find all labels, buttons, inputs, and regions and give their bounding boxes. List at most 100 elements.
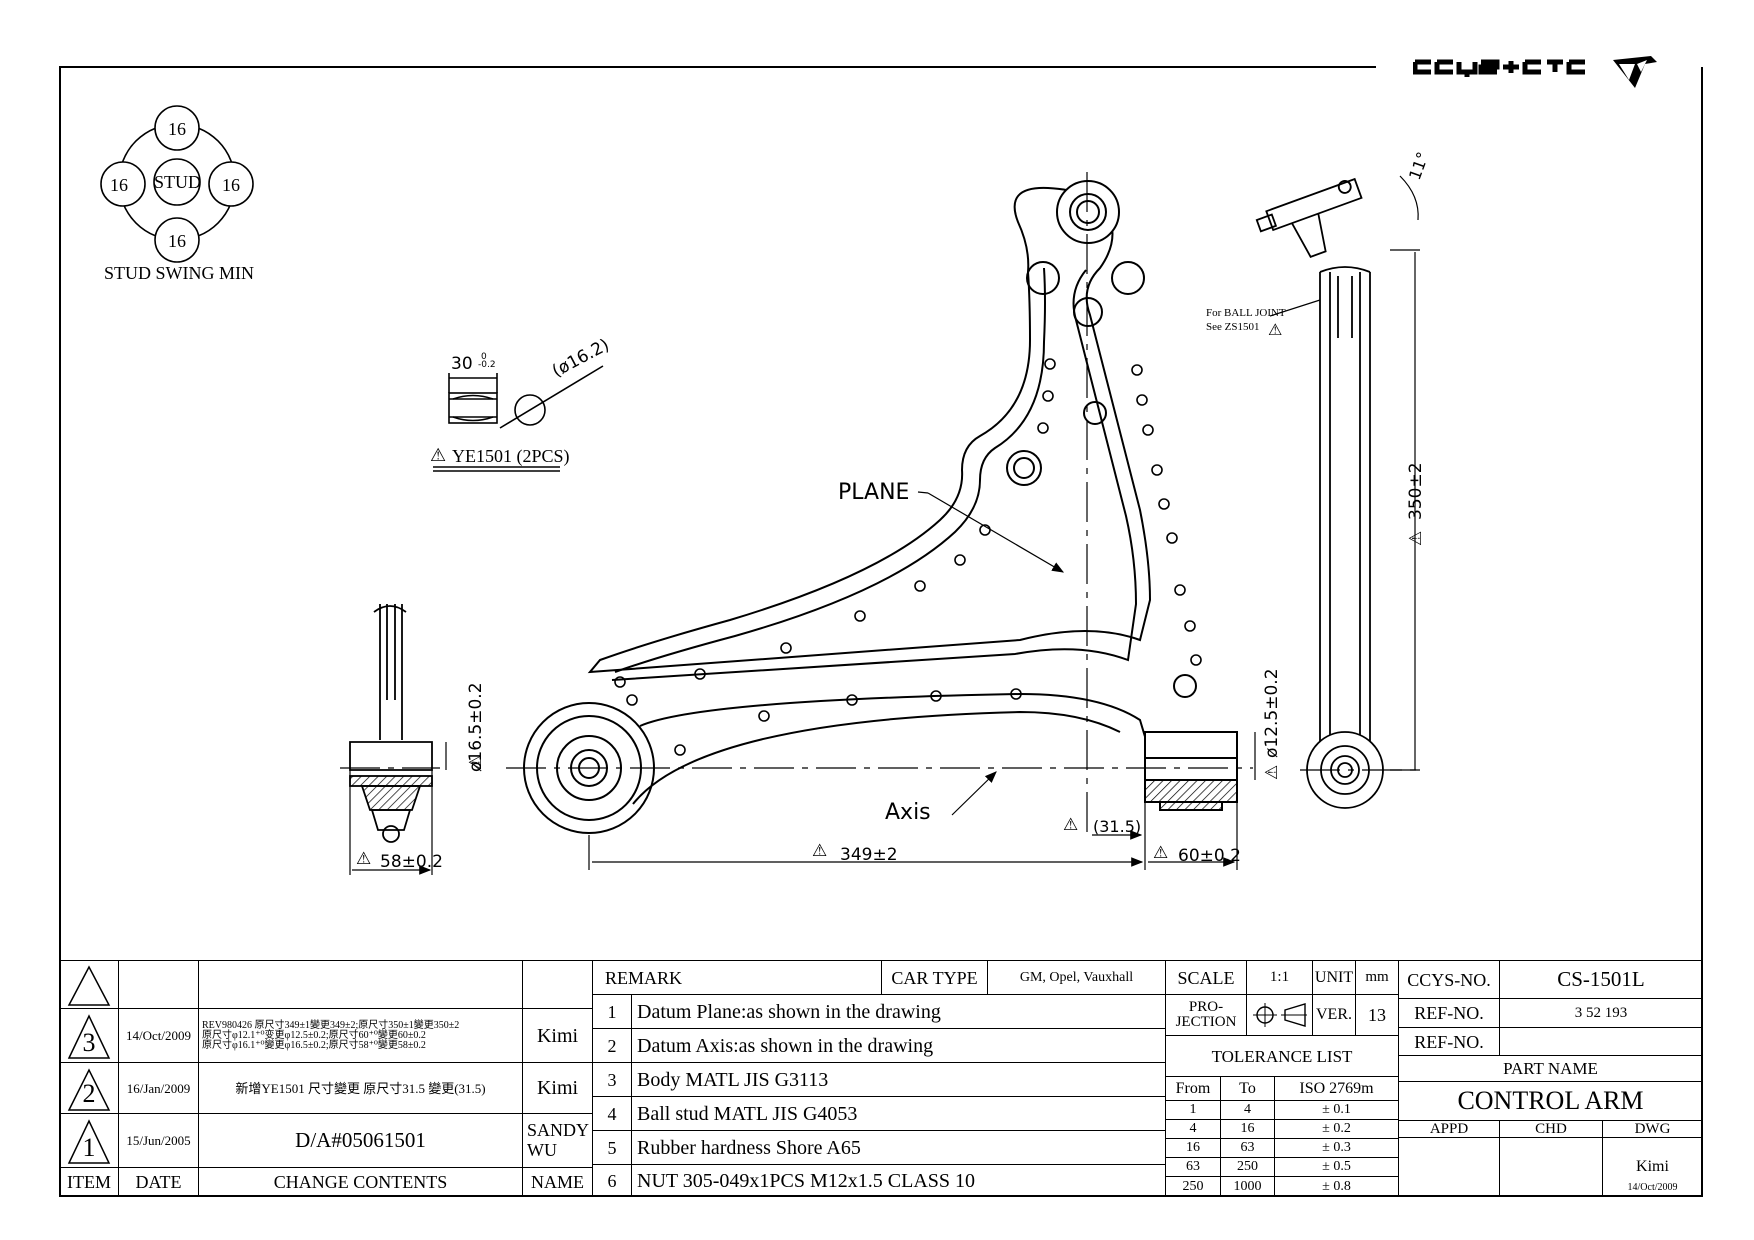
ref-no-value: 3 52 193 [1499,998,1703,1028]
scale-value: 1:1 [1246,960,1313,995]
projection-symbol [1246,994,1313,1036]
appd-value [1398,1137,1500,1197]
stud-center-circle [153,158,201,206]
stud-angle-left: 16 [110,175,128,195]
dim-left-width: 58±0.2 [380,852,443,872]
remark-text: Datum Plane:as shown in the drawing [631,994,1166,1029]
bushing-length-tol: -0.2 [478,360,496,370]
rev-item-1: 1 [59,1113,119,1168]
rev-item-2: 2 [59,1062,119,1114]
projection-label: PRO-JECTION [1165,994,1247,1036]
brand-logo [1412,48,1703,98]
drawn-by: Kimi [1636,1158,1669,1175]
rev-date-3: 14/Oct/2009 [118,1008,199,1063]
unit-value: mm [1355,960,1399,995]
rev-empty-contents [198,960,523,1009]
stud-swing-diagram [100,105,254,263]
rev-contents-1: D/A#05061501 [198,1113,523,1168]
appd-label: APPD [1398,1120,1500,1138]
rev-header-item: ITEM [59,1167,119,1197]
stud-swing-caption: STUD SWING MIN [104,263,254,283]
ref-no-value-2 [1499,1027,1703,1056]
ball-joint-note-1: For BALL JOINT [1206,307,1286,319]
tol-value: ± 0.3 [1274,1138,1399,1158]
plane-label: PLANE [838,480,910,505]
rev-item-3: 3 [59,1008,119,1063]
tolerance-title: TOLERANCE LIST [1165,1035,1399,1077]
triangle-icon: ⚠ [1406,530,1425,546]
remark-no: 6 [592,1164,632,1197]
bushing-length-tol-upper: 0 [481,352,487,362]
revision-triangle-icon [67,1119,111,1164]
tol-value: ± 0.2 [1274,1119,1399,1139]
part-name-label: PART NAME [1398,1055,1703,1082]
unit-label: UNIT [1312,960,1356,995]
revision-triangle-icon [67,1068,111,1111]
tol-header-iso: ISO 2769m [1274,1076,1399,1101]
rev-contents-3: REV980426 原尺寸349±1變更349±2;原尺寸350±1變更350±… [198,1008,523,1063]
rev-name-1: SANDY WU [522,1113,593,1168]
remark-text: Body MATL JIS G3113 [631,1062,1166,1097]
rev-empty-date [118,960,199,1009]
left-side-view [349,604,433,843]
technical-drawing [100,105,1420,875]
dwg-label: DWG [1602,1120,1703,1138]
rev-name-2: Kimi [522,1062,593,1114]
rev-date-2: 16/Jan/2009 [118,1062,199,1114]
tol-from: 16 [1165,1138,1221,1158]
dim-side-height: 350±2 [1406,462,1426,520]
remark-no: 1 [592,994,632,1029]
scale-label: SCALE [1165,960,1247,995]
dwg-value: Kimi 14/Oct/2009 [1602,1137,1703,1197]
tol-to: 1000 [1220,1176,1275,1197]
triangle-icon: ⚠ [812,841,828,860]
control-arm-view [523,180,1238,834]
ccys-no-label: CCYS-NO. [1398,960,1500,999]
ver-value: 13 [1355,994,1399,1036]
remark-no: 3 [592,1062,632,1097]
rev-header-name: NAME [522,1167,593,1197]
dimension-lines [349,175,1420,875]
tol-to: 16 [1220,1119,1275,1139]
chd-label: CHD [1499,1120,1603,1138]
dim-main-length: 349±2 [840,845,898,865]
ver-label: VER. [1312,994,1356,1036]
rev-date-1: 15/Jun/2005 [118,1113,199,1168]
rev-header-date: DATE [118,1167,199,1197]
dim-right-diameter: ø12.5±0.2 [1262,668,1282,758]
triangle-icon: ⚠ [1063,815,1079,834]
rev-empty-name [522,960,593,1009]
bushing-detail [433,365,604,472]
tol-from: 4 [1165,1119,1221,1139]
frame-top-line [59,66,1376,68]
tol-value: ± 0.8 [1274,1176,1399,1197]
projection-icon [1252,1003,1307,1027]
triangle-icon: ⚠ [466,754,485,770]
tol-to: 4 [1220,1100,1275,1120]
rev-contents-2: 新增YE1501 尺寸變更 原尺寸31.5 變更(31.5) [198,1062,523,1114]
triangle-icon: ⚠ [356,849,372,868]
stud-angle-top: 16 [168,119,186,139]
revision-triangle-icon [67,1014,111,1059]
part-name-value: CONTROL ARM [1398,1081,1703,1121]
ref-no-label-2: REF-NO. [1398,1027,1500,1056]
remark-text: Ball stud MATL JIS G4053 [631,1096,1166,1131]
remark-text: Rubber hardness Shore A65 [631,1130,1166,1165]
remark-no: 5 [592,1130,632,1165]
triangle-icon: ⚠ [430,445,447,465]
brand-logo-mark [1412,56,1657,88]
ball-joint-note-2: See ZS1501 [1206,321,1260,333]
rev-name-3: Kimi [522,1008,593,1063]
triangle-icon: ⚠ [1262,764,1281,780]
tol-value: ± 0.1 [1274,1100,1399,1120]
tol-header-to: To [1220,1076,1275,1101]
remark-no: 4 [592,1096,632,1131]
tol-to: 63 [1220,1138,1275,1158]
remark-text: Datum Axis:as shown in the drawing [631,1028,1166,1063]
triangle-icon: ⚠ [1153,843,1169,862]
tol-from: 63 [1165,1157,1221,1177]
ccys-no-value: CS-1501L [1499,960,1703,999]
rivet-holes [614,358,1202,756]
remark-text: NUT 305-049x1PCS M12x1.5 CLASS 10 [631,1164,1166,1197]
tol-to: 250 [1220,1157,1275,1177]
